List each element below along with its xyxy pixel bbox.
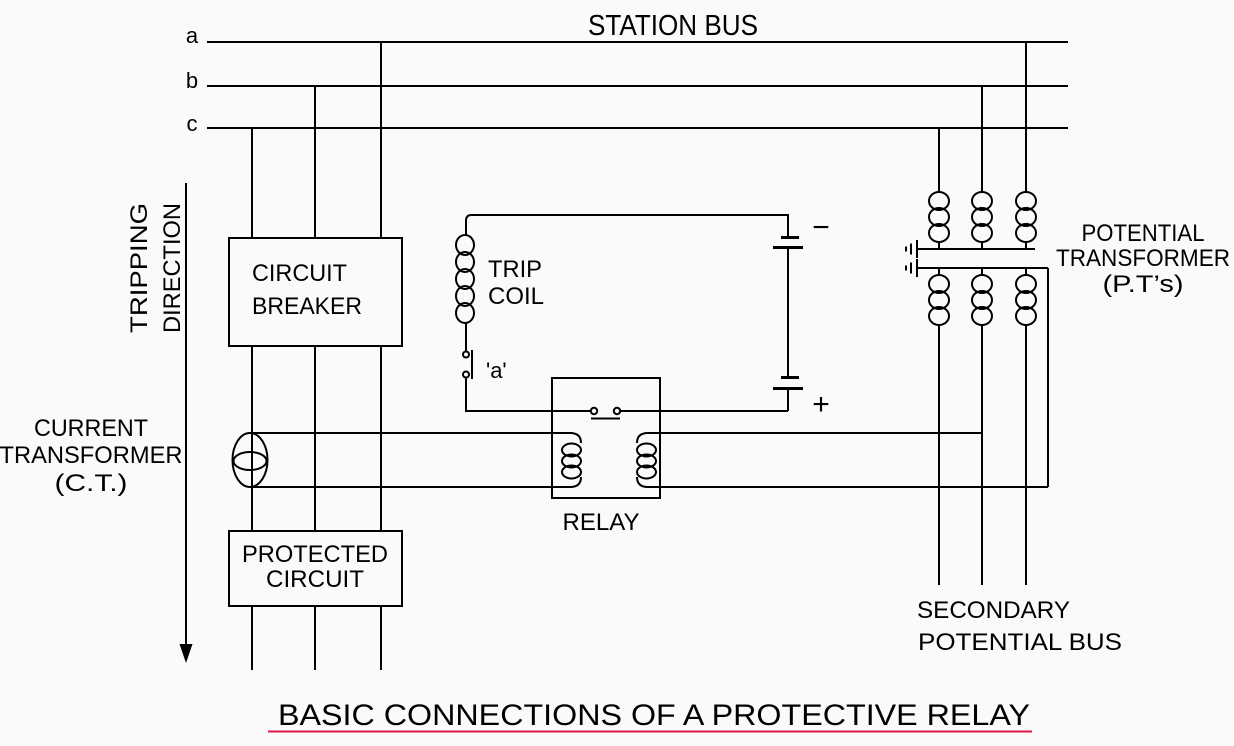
ground-symbol [905,259,918,277]
relay-potential-coil-loop [636,442,657,458]
protected-circuit-label-2: CIRCUIT [266,566,364,593]
ct-label-2: TRANSFORMER [0,442,183,469]
tripping-direction-label-1: TRIPPING [126,203,153,333]
pt-coil-loop [928,290,950,310]
contact-a-label: 'a' [486,358,507,383]
pt-secondary-top-wire [636,432,982,444]
title-text: BASIC CONNECTIONS OF A PROTECTIVE RELAY [278,699,1030,732]
ct-core-ring [231,432,269,488]
relay-box [551,377,661,499]
pt-coil-loop [971,274,993,294]
station-bus: STATION BUS a b c [186,10,1068,136]
pt-secondary-bottom-wire [636,476,1048,488]
trip-coil-symbol [455,234,475,351]
trip-coil-loop [455,285,475,307]
potential-transformers: POTENTIAL TRANSFORMER (P.T’s) [905,42,1230,585]
trip-coil-loop [455,234,475,256]
ct-label-1: CURRENT [34,415,148,442]
battery-plus-label: + [812,388,830,421]
pt-label-3: (P.T’s) [1103,271,1184,298]
contact-terminal [462,370,470,379]
secondary-potential-bus: SECONDARY POTENTIAL BUS [917,597,1122,656]
trip-circuit: TRIP COIL 'a' − + [455,211,830,421]
pt-primary-winding [971,191,993,249]
relay-potential-coil-loop [636,464,657,480]
circuit-breaker-label-1: CIRCUIT [252,260,347,287]
pt-coil-loop [1015,207,1037,227]
pt-primary-winding [1015,191,1037,249]
station-battery: − + [773,211,830,421]
secondary-bus-label-1: SECONDARY [917,597,1070,624]
circuit-breaker-label-2: BREAKER [252,293,362,320]
battery-minus-label: − [812,211,830,244]
pt-secondary-winding [928,268,950,326]
pt-coil-loop [1015,290,1037,310]
breaker-aux-contact-a: 'a' [462,350,507,383]
ct-winding-ellipse [232,451,268,471]
relay-potential-coil-loop [636,453,657,469]
pt-primary-winding [928,191,950,249]
pt-coil-loop [1015,191,1037,211]
relay-current-coil-loop [561,442,582,458]
tripping-direction: TRIPPING DIRECTION [126,183,193,663]
feeder-lines [251,42,382,670]
protected-circuit: PROTECTED CIRCUIT [228,530,403,607]
contact-terminal [462,350,470,359]
pt-label-1: POTENTIAL [1082,220,1205,247]
tripping-direction-label-2: DIRECTION [159,203,186,333]
phase-c-label: c [187,111,198,136]
ct-label-3: (C.T.) [55,470,128,497]
phase-b-label: b [186,68,198,93]
pt-coil-loop [971,290,993,310]
circuit-breaker-box [228,237,403,347]
ct-secondary-top-wire [250,432,582,444]
trip-circuit-top-wire [465,214,788,236]
relay-current-coil-loop [561,464,582,480]
diagram-title: BASIC CONNECTIONS OF A PROTECTIVE RELAY [268,699,1032,733]
pt-coil-loop [1015,274,1037,294]
tripping-arrow-head [179,644,193,663]
relay: RELAY [250,377,1048,536]
pt-coil-loop [928,191,950,211]
relay-contact-terminal [589,406,599,416]
pt-coil-loop [971,207,993,227]
ct-secondary-bottom-wire [250,476,582,488]
pt-coil-loop [928,274,950,294]
relay-label: RELAY [563,509,640,536]
trip-coil-label-2: COIL [488,283,544,310]
station-bus-label: STATION BUS [588,10,758,42]
phase-a-label: a [186,23,199,48]
pt-secondary-winding [971,268,993,326]
secondary-bus-label-2: POTENTIAL BUS [918,629,1122,656]
ground-symbol [905,240,918,258]
pt-coil-loop [928,207,950,227]
pt-coil-loop [971,191,993,211]
trip-coil-loop [455,251,475,273]
relay-contact-terminal [612,406,622,416]
protected-circuit-label-1: PROTECTED [242,541,388,568]
pt-label-2: TRANSFORMER [1056,245,1230,272]
relay-contact [589,406,622,420]
pt-secondary-winding [1015,268,1037,326]
trip-coil-label-1: TRIP [488,256,542,283]
protected-circuit-box [228,530,403,607]
circuit-breaker: CIRCUIT BREAKER [228,237,403,347]
trip-coil-loop [455,268,475,290]
relay-current-coil-loop [561,453,582,469]
current-transformer: CURRENT TRANSFORMER (C.T.) [0,415,269,497]
trip-circuit-bottom-wire-left [465,377,590,412]
